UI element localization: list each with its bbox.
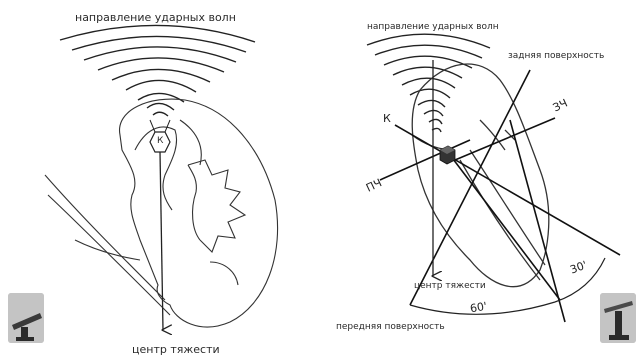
center-of-gravity-label: центр тяжести: [414, 282, 486, 291]
left-bottom-label: центр тяжести: [132, 344, 220, 355]
left-stone-label: К: [157, 137, 163, 146]
right-stone-marker: [440, 146, 455, 164]
left-top-label: направление ударных волн: [75, 12, 236, 23]
left-gravity-arrow: [160, 152, 163, 330]
lithotripter-table-flat-icon: [8, 293, 44, 343]
posterior-surface-label: задняя поверхность: [508, 52, 604, 61]
left-kidney-outline: [120, 99, 278, 327]
k-axis-label: К: [383, 113, 391, 124]
left-shockwave-arcs: [60, 25, 255, 116]
angle-60-label: 60': [469, 301, 488, 315]
anterior-surface-label: передняя поверхность: [336, 323, 445, 332]
right-top-label: направление ударных волн: [367, 23, 499, 32]
lithotripter-table-tilted-icon: [600, 293, 636, 343]
left-ureter-lines: [45, 175, 170, 315]
